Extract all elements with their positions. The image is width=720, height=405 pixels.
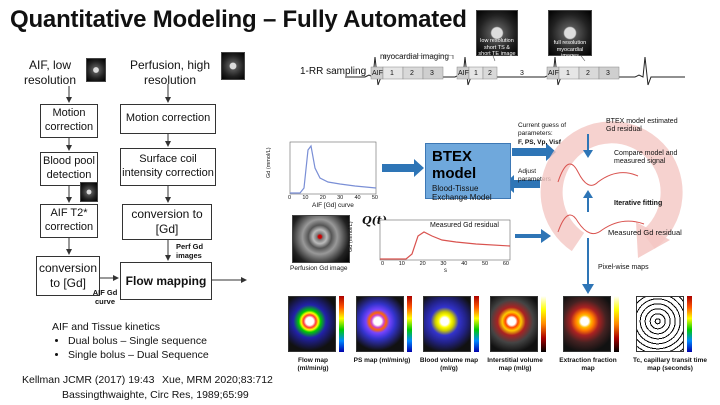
block2-aif: AIF [458, 70, 469, 77]
perfusion-gd-caption: Perfusion Gd image [290, 265, 348, 272]
block3-cell-2: 2 [586, 70, 590, 77]
block3-cell-1: 1 [566, 70, 570, 77]
kinetics-bullet: Dual bolus – Single sequence [68, 334, 209, 348]
flow-map-colorbar [339, 296, 344, 352]
iterative-fitting-label: Iterative fitting [614, 200, 663, 207]
perf-highres-thumbnail [221, 52, 245, 80]
aif-t2star-correction-box: AIF T2* correction [40, 204, 98, 238]
blood-volume-colorbar [474, 296, 479, 352]
kinetics-bullet: Single bolus – Dual Sequence [68, 348, 209, 362]
flow-mapping-box: Flow mapping [120, 262, 212, 300]
pixelwise-maps-label: Pixel-wise maps [598, 264, 649, 271]
residual-plot-title: Measured Gd residual [430, 222, 499, 229]
aif-motion-correction-box: Motion correction [40, 104, 98, 138]
transit-time-map [636, 296, 684, 352]
kinetics-title: AIF and Tissue kinetics [52, 321, 160, 333]
full-res-image-label: full resolution myocardial images [553, 40, 587, 60]
low-res-image-thumbnail [476, 10, 518, 56]
block3-cell-3: 3 [520, 70, 524, 77]
extraction-fraction-map [563, 296, 611, 352]
reference-kellman: Kellman JCMR (2017) 19:43 [22, 374, 155, 386]
reference-bassingthwaighte: Bassingthwaighte, Circ Res, 1989;65:99 [62, 389, 249, 401]
arrow-to-maps [582, 238, 594, 294]
flow-map [288, 296, 336, 352]
arrow-params-out [512, 143, 556, 161]
aif-ylabel: Gd (mmol/L) [266, 147, 272, 178]
guess-label: Current guess of parameters: [518, 122, 567, 137]
ps-map-caption: PS map (ml/min/g) [353, 357, 411, 364]
perf-header: Perfusion, high resolution [129, 58, 211, 87]
myocardial-imaging-label: myocardial imaging [380, 52, 449, 61]
block3-aif: AIF [548, 70, 559, 77]
block1-aif: AIF [372, 70, 383, 77]
measured-residual-plot [379, 219, 511, 261]
ps-map-colorbar [407, 296, 412, 352]
sampling-block-3 [546, 66, 620, 80]
arrow-residual-to-fit [515, 229, 551, 243]
btex-title: BTEX model [432, 148, 477, 182]
blood-pool-detection-box: Blood pool detection [40, 152, 98, 186]
surface-coil-correction-box: Surface coil intensity correction [120, 148, 216, 186]
low-res-image-label: low resolution short TS & short TE image [478, 38, 516, 58]
blood-volume-map-caption: Blood volume map (ml/g) [419, 357, 479, 372]
aif-gd-curve-label: AIF Gd curve [92, 288, 118, 306]
transit-time-map-caption: Tc, capillary transit time map (seconds) [633, 357, 707, 372]
aif-curve-plot [289, 141, 377, 195]
block2-cell-1: 1 [474, 70, 478, 77]
perf-conversion-box: conversion to [Gd] [122, 204, 212, 240]
block1-cell-3: 3 [430, 70, 434, 77]
perf-gd-images-label: Perf Gd images [176, 242, 204, 260]
interstitial-volume-map-caption: Interstitial volume map (ml/g) [487, 357, 543, 372]
adjust-label: Adjust parameters [518, 168, 551, 183]
btex-subtitle: Blood-Tissue Exchange Model [432, 184, 492, 203]
blood-volume-map [423, 296, 471, 352]
btex-arrows [382, 159, 540, 193]
residual-xlabel: s [444, 268, 447, 274]
extraction-fraction-colorbar [614, 296, 619, 352]
sampling-block-1 [370, 66, 444, 80]
estimated-residual-label: BTEX model estimated Gd residual [606, 118, 678, 134]
extraction-fraction-map-caption: Extraction fraction map [559, 357, 617, 372]
kinetics-list: Dual bolus – Single sequence Single bolu… [54, 334, 209, 362]
compare-label: Compare model and measured signal [614, 150, 678, 166]
reference-xue: Xue, MRM 2020;83:712 [162, 374, 273, 386]
aif-xlabel: AIF [Gd] curve [312, 202, 354, 209]
block1-cell-2: 2 [410, 70, 414, 77]
sampling-label: 1-RR sampling [300, 66, 367, 77]
iterative-cycle-arrow [540, 121, 683, 258]
measured-residual-right-label: Measured Gd residual [608, 228, 682, 237]
arrow-adjust-params [504, 175, 540, 193]
page-title: Quantitative Modeling – Fully Automated [10, 6, 467, 33]
flow-arrows [66, 84, 247, 283]
interstitial-volume-map [490, 296, 538, 352]
btex-model-box: BTEX model Blood-Tissue Exchange Model [425, 143, 511, 203]
aif-header: AIF, low resolution [23, 58, 77, 87]
blood-pool-thumbnail [80, 182, 98, 202]
sampling-block-2 [456, 66, 498, 80]
aif-conversion-box: conversion to [Gd] [36, 256, 100, 296]
block3-cell-3b: 3 [606, 70, 610, 77]
block1-cell-1: 1 [390, 70, 394, 77]
block2-cell-2: 2 [488, 70, 492, 77]
ecg-sampling-strip [345, 55, 685, 86]
arrow-aif-to-btex [382, 159, 424, 177]
full-res-image-thumbnail [548, 10, 592, 56]
params-label: F, PS, Vp, Visf [518, 139, 561, 146]
perf-motion-correction-box: Motion correction [120, 104, 216, 134]
perfusion-gd-image [292, 215, 350, 263]
residual-ylabel: Gd (mmol/L) [348, 221, 354, 252]
aif-lowres-thumbnail [86, 58, 106, 82]
ps-map [356, 296, 404, 352]
interstitial-volume-colorbar [541, 296, 546, 352]
transit-time-colorbar [687, 296, 692, 352]
flow-map-caption: Flow map (ml/min/g) [297, 357, 329, 372]
